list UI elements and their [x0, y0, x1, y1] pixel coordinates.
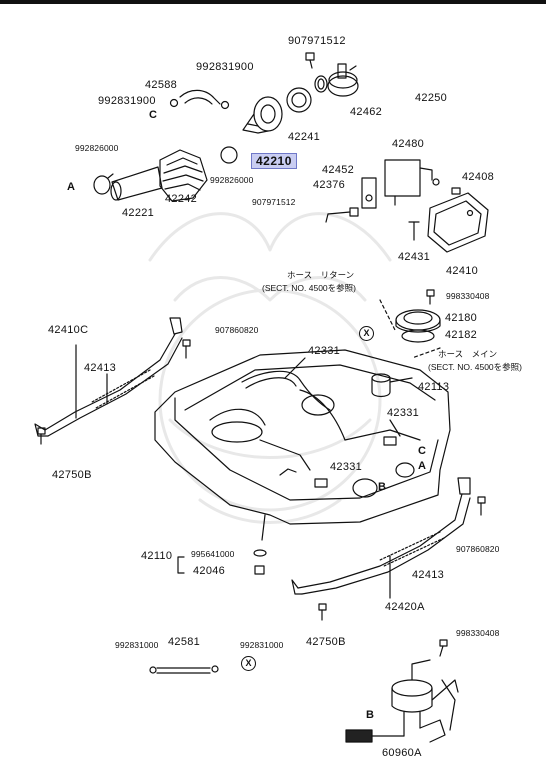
filler-cap-42250 — [327, 63, 359, 97]
note-main-hose-title: ホース メイン — [438, 349, 498, 359]
drain-plug-42046 — [254, 565, 265, 575]
label-995641000: 995641000 — [191, 549, 235, 559]
label-42410C: 42410C — [48, 324, 89, 336]
label-42588: 42588 — [145, 79, 178, 91]
label-42452: 42452 — [322, 164, 355, 176]
label-42046: 42046 — [193, 565, 226, 577]
label-42581: 42581 — [168, 636, 201, 648]
strap-42420A — [291, 477, 471, 595]
pump-plate-42180 — [395, 309, 441, 333]
label-907860820-a: 907860820 — [215, 325, 259, 335]
label-998330408-a: 998330408 — [446, 291, 490, 301]
label-42110: 42110 — [141, 550, 173, 562]
label-42221: 42221 — [122, 207, 155, 219]
label-42250: 42250 — [415, 92, 448, 104]
fuel-tank — [154, 349, 451, 541]
label-42180: 42180 — [445, 312, 478, 324]
bolt-42750B-left — [37, 427, 46, 445]
strap-pad-42413-left — [91, 369, 155, 409]
filler-neck-42210 — [242, 96, 283, 134]
bolt-907971512-mid — [325, 207, 359, 223]
drain-washer-995641000 — [253, 549, 267, 557]
callout-X-tank: X — [359, 326, 374, 341]
label-42182: 42182 — [445, 329, 478, 341]
watermark-crest — [148, 212, 392, 524]
bolt-42750B-bottom — [318, 603, 327, 621]
label-992831900-a: 992831900 — [196, 61, 254, 73]
bracket-42480 — [384, 159, 440, 206]
label-992826000-b: 992826000 — [210, 175, 254, 185]
label-42431: 42431 — [398, 251, 431, 263]
bolt-907860820-a — [182, 339, 191, 359]
label-42376: 42376 — [313, 179, 346, 191]
callout-B-tank: B — [378, 481, 386, 493]
label-907860820-b: 907860820 — [456, 544, 500, 554]
filler-ring-42241 — [286, 87, 312, 113]
label-992831900-b: 992831900 — [98, 95, 156, 107]
label-907971512-top: 907971512 — [288, 35, 346, 47]
hose-clamp-992826000 — [93, 146, 238, 195]
vent-pipe-42331 — [241, 370, 331, 411]
label-42480: 42480 — [392, 138, 425, 150]
callout-X-hose: X — [241, 656, 256, 671]
connector-line-42331 — [284, 357, 401, 437]
fuel-pump-60960A — [345, 659, 459, 743]
label-42420A: 42420A — [385, 601, 425, 613]
label-42413-right: 42413 — [412, 569, 445, 581]
label-42331-b: 42331 — [387, 407, 420, 419]
label-42331-a: 42331 — [308, 345, 341, 357]
strap-pad-42413-right — [379, 531, 445, 567]
note-return-hose-ref: (SECT. NO. 4500を参照) — [262, 283, 356, 293]
bolt-998330408-a — [426, 289, 435, 305]
label-907971512-mid: 907971512 — [252, 197, 296, 207]
gasket-42182 — [401, 329, 435, 343]
label-992831000-a: 992831000 — [115, 640, 159, 650]
callout-C-left: C — [149, 109, 157, 121]
label-42408: 42408 — [462, 171, 495, 183]
hose-42581 — [156, 667, 211, 674]
stay-42452 — [361, 177, 377, 209]
note-main-hose-ref: (SECT. NO. 4500を参照) — [428, 362, 522, 372]
label-42210-highlighted: 42210 — [251, 153, 297, 169]
label-42462: 42462 — [350, 106, 383, 118]
breather-hose-42588 — [179, 89, 221, 105]
small-clamps — [149, 98, 230, 674]
return-hose-arrow — [379, 299, 396, 331]
label-992826000-a: 992826000 — [75, 143, 119, 153]
label-42241: 42241 — [288, 131, 321, 143]
top-border-bar — [0, 0, 546, 4]
label-42750B-left: 42750B — [52, 469, 92, 481]
callout-A-left: A — [67, 181, 75, 193]
cap-gasket-42462 — [314, 75, 328, 93]
label-998330408-b: 998330408 — [456, 628, 500, 638]
strap-42410C — [34, 317, 183, 437]
bolt-907860820-b — [477, 496, 486, 516]
label-42331-c: 42331 — [330, 461, 363, 473]
label-42113: 42113 — [418, 381, 450, 393]
main-hose-arrow — [411, 347, 441, 359]
label-42242: 42242 — [165, 193, 198, 205]
filler-hose-42221 — [110, 166, 163, 201]
bolt-998330408-b — [439, 639, 448, 657]
label-60960A: 60960A — [382, 747, 422, 759]
screw-42408 — [451, 187, 461, 195]
cover-42410 — [427, 192, 489, 253]
callout-C-tank: C — [418, 445, 426, 457]
label-42413-left: 42413 — [84, 362, 117, 374]
callout-B-pump: B — [366, 709, 374, 721]
label-992831000-b: 992831000 — [240, 640, 284, 650]
label-42410: 42410 — [446, 265, 479, 277]
bolt-907971512-top — [305, 52, 315, 69]
label-42750B-bottom: 42750B — [306, 636, 346, 648]
callout-A-tank: A — [418, 460, 426, 472]
clip-42431 — [408, 221, 420, 241]
note-return-hose-title: ホース リターン — [287, 270, 355, 280]
leader-42110 — [177, 556, 185, 574]
